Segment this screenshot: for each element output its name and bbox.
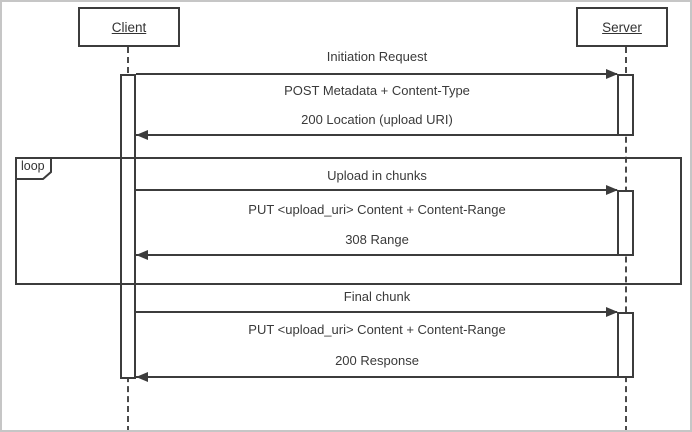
response-label-200-response: 200 Response (335, 353, 419, 368)
arrowhead-left-icon (136, 130, 148, 140)
client-activation-bar (120, 74, 136, 379)
response-label-308-range: 308 Range (345, 232, 409, 247)
request-arrow-1 (136, 73, 617, 75)
participant-server: Server (576, 7, 668, 47)
response-arrow-1 (136, 134, 617, 136)
request-arrow-3 (136, 311, 617, 313)
section-title-upload-chunks: Upload in chunks (327, 168, 427, 183)
arrowhead-left-icon (136, 250, 148, 260)
loop-operator-label: loop (21, 159, 45, 173)
participant-client-label: Client (111, 19, 147, 35)
section-title-final-chunk: Final chunk (343, 289, 411, 304)
participant-server-label: Server (602, 19, 642, 35)
participant-client: Client (78, 7, 180, 47)
request-label-post: POST Metadata + Content-Type (284, 83, 470, 98)
request-label-put-2: PUT <upload_uri> Content + Content-Range (248, 322, 506, 337)
arrowhead-right-icon (606, 307, 618, 317)
arrowhead-right-icon (606, 69, 618, 79)
response-arrow-3 (136, 376, 617, 378)
arrowhead-right-icon (606, 185, 618, 195)
request-label-put-1: PUT <upload_uri> Content + Content-Range (248, 202, 506, 217)
response-label-200-location: 200 Location (upload URI) (301, 112, 453, 127)
response-arrow-2 (136, 254, 617, 256)
arrowhead-left-icon (136, 372, 148, 382)
request-arrow-2 (136, 189, 617, 191)
section-title-initiation: Initiation Request (326, 49, 428, 64)
server-activation-bar-2 (617, 190, 634, 256)
server-activation-bar-1 (617, 74, 634, 136)
server-activation-bar-3 (617, 312, 634, 378)
